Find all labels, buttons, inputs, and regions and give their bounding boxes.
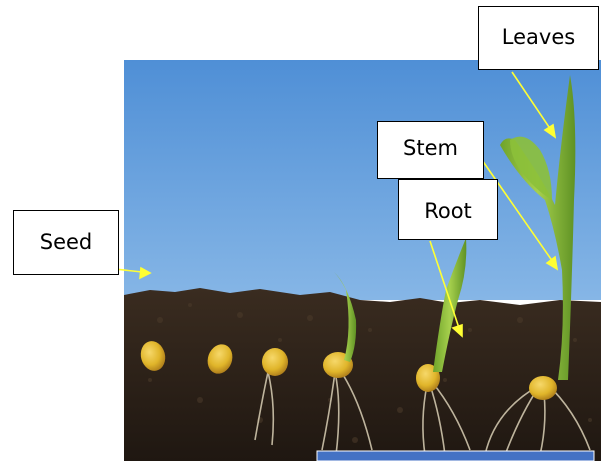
corn-kernel-icon <box>529 376 557 400</box>
leaves-label: Leaves <box>478 6 599 70</box>
root-label: Root <box>398 179 498 240</box>
corn-kernel-icon <box>262 348 288 376</box>
bottom-panel <box>317 451 594 461</box>
stem-label: Stem <box>377 121 484 179</box>
soil <box>124 288 601 461</box>
seed-label: Seed <box>13 210 119 275</box>
